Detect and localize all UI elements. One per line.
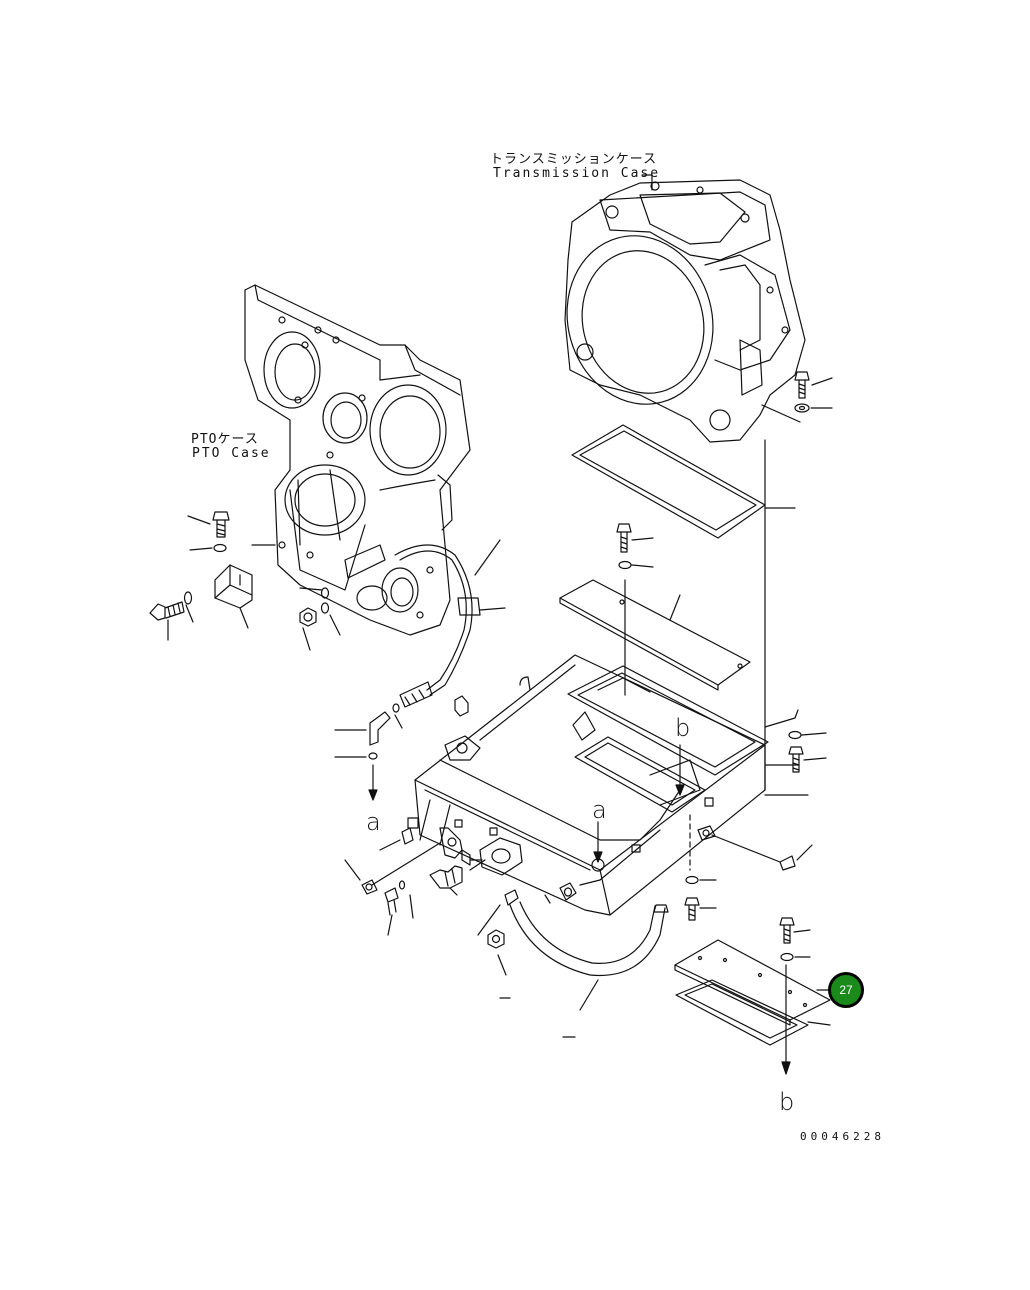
callout-part-27[interactable]: 27: [828, 972, 864, 1008]
document-number: 00046228: [800, 1130, 885, 1143]
pto-case-label-jp: PTOケース: [191, 432, 259, 447]
drain-bolt-group: [684, 814, 717, 921]
transmission-case-label-en: Transmission Case: [493, 166, 661, 181]
pto-case-label-en: PTO Case: [192, 446, 271, 461]
arrow-a-center: [593, 821, 603, 863]
ref-letter-a-left: a: [366, 808, 381, 836]
arrow-b-top: [675, 744, 685, 796]
transmission-case: [564, 179, 806, 443]
cover-plate-center: [559, 579, 751, 691]
bottom-cover-plate: [674, 917, 831, 1075]
ref-letter-b-top: b: [675, 714, 691, 742]
pto-pipe: [392, 539, 506, 729]
left-bracket-bolts: [149, 511, 341, 651]
bolt-center: [616, 523, 654, 570]
pto-case: [244, 284, 471, 636]
main-housing: [407, 654, 809, 916]
ref-letter-b-bottom: b: [779, 1088, 795, 1116]
flange-hose-bottom: [469, 837, 669, 1038]
bolt-upper-right: [794, 371, 833, 413]
transmission-gasket: [571, 424, 796, 539]
bolts-right-housing: [697, 730, 827, 871]
elbow-fitting-left: [334, 711, 391, 801]
ref-letter-a-center: a: [592, 796, 607, 824]
leader-transmission-label: [641, 174, 653, 191]
lower-left-fittings: [344, 827, 486, 936]
transmission-case-label-jp: トランスミッションケース: [490, 152, 658, 167]
